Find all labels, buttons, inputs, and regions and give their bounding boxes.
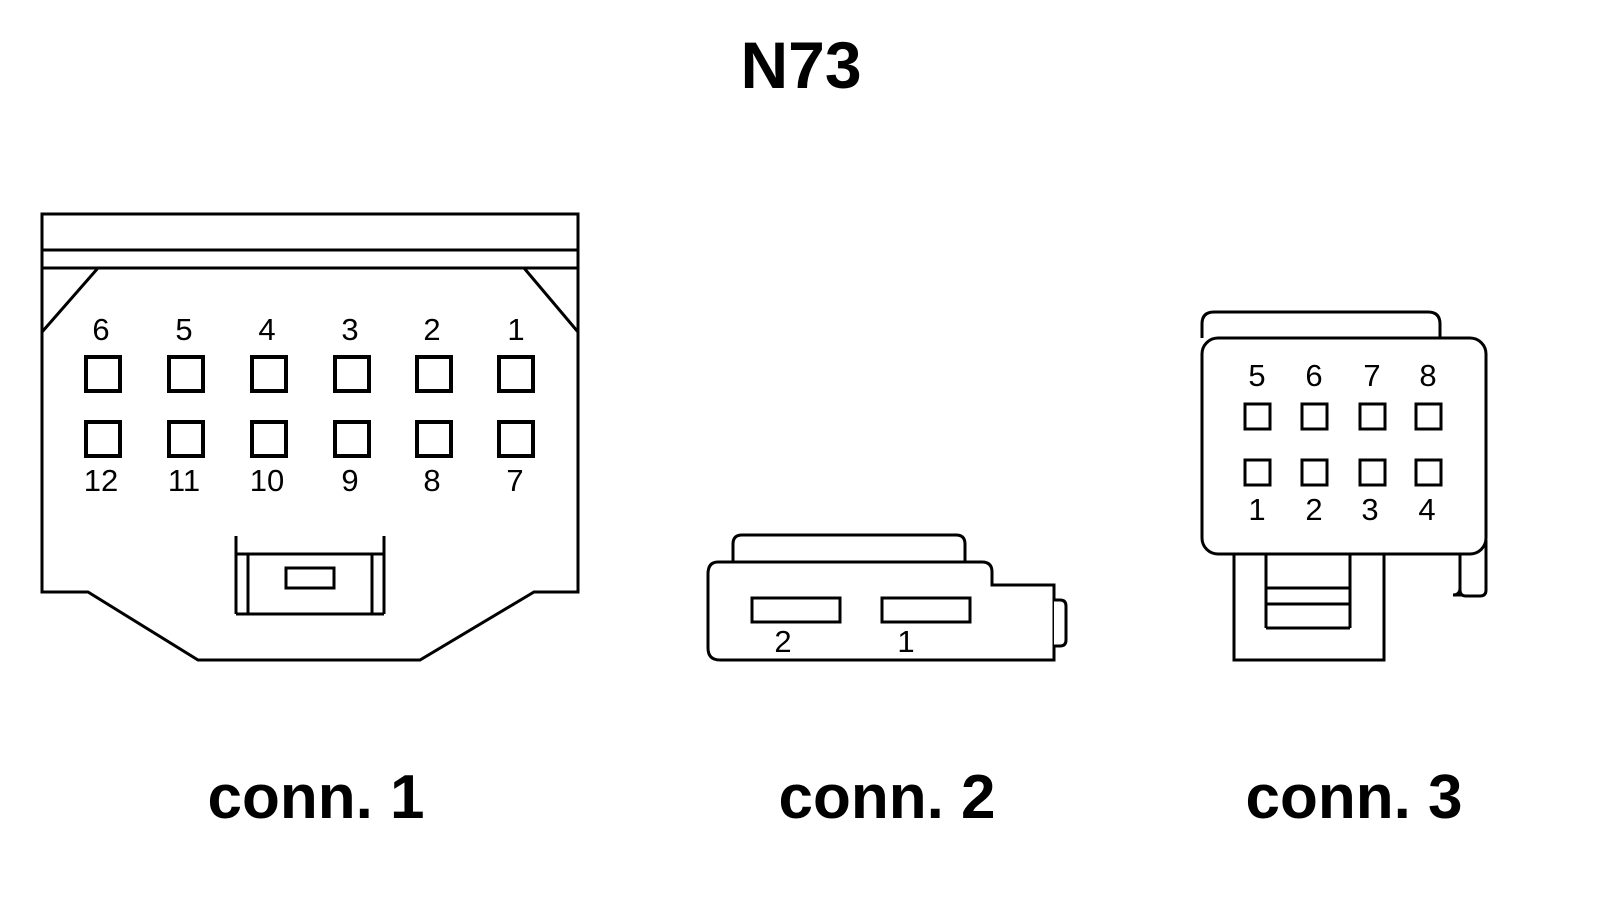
conn1-pin-label: 3 (341, 312, 358, 347)
conn2-pin-slot (750, 596, 842, 624)
conn1-pin-label: 6 (92, 312, 109, 347)
conn1-pin-cavity (250, 420, 288, 458)
conn2-pin-slot (880, 596, 972, 624)
conn1-pin-cavity (167, 355, 205, 393)
conn1-pin-label: 2 (423, 312, 440, 347)
conn3-pin-cavity (1358, 402, 1387, 431)
conn1-pin-label: 12 (84, 463, 118, 498)
conn1-pin-cavity (333, 355, 371, 393)
conn1-pin-cavity (497, 420, 535, 458)
connector-2: 2 1 conn. 2 (706, 533, 1068, 832)
conn1-pin-cavity (415, 355, 453, 393)
conn3-pin-cavity (1414, 402, 1443, 431)
connector-1-latch (234, 536, 386, 616)
connector-3-back-plate (1200, 310, 1442, 338)
conn3-pin-label: 2 (1305, 492, 1322, 527)
conn1-pin-label: 10 (250, 463, 284, 498)
conn3-pin-cavity (1300, 458, 1329, 487)
conn3-pin-cavity (1414, 458, 1443, 487)
conn1-pin-label: 4 (258, 312, 275, 347)
connector-1-chamfer (40, 267, 100, 333)
conn1-pin-cavity (250, 355, 288, 393)
conn3-pin-label: 6 (1305, 358, 1322, 393)
conn1-pin-cavity (497, 355, 535, 393)
connector-3-caption: conn. 3 (1245, 763, 1462, 832)
connector-1-caption: conn. 1 (207, 763, 424, 832)
connector-2-caption: conn. 2 (778, 763, 995, 832)
conn1-pin-cavity (415, 420, 453, 458)
conn3-pin-label: 3 (1361, 492, 1378, 527)
connector-1-chamfer (522, 267, 580, 333)
connector-1-housing (40, 212, 580, 662)
conn1-pin-cavity (333, 420, 371, 458)
conn3-pin-label: 7 (1363, 358, 1380, 393)
conn1-pin-label: 7 (506, 463, 523, 498)
conn1-pin-label: 1 (507, 312, 524, 347)
conn1-pin-label: 9 (341, 463, 358, 498)
diagram-title: N73 (740, 28, 861, 102)
conn3-pin-cavity (1358, 458, 1387, 487)
connector-3-front-face (1200, 336, 1488, 556)
connector-2-ridge (731, 533, 967, 562)
conn2-pin-label: 1 (897, 624, 914, 659)
connector-2-tab (1054, 598, 1068, 648)
conn1-pin-cavity (84, 420, 122, 458)
conn2-pin-label: 2 (774, 624, 791, 659)
connector-3: 5 6 7 8 1 2 3 4 conn. 3 (1200, 310, 1488, 832)
conn3-pin-label: 8 (1419, 358, 1436, 393)
conn1-pin-label: 8 (423, 463, 440, 498)
conn1-pin-label: 11 (168, 463, 200, 498)
conn3-pin-label: 5 (1248, 358, 1265, 393)
conn3-pin-cavity (1300, 402, 1329, 431)
conn1-pin-label: 5 (175, 312, 192, 347)
conn3-pin-cavity (1243, 402, 1272, 431)
conn3-pin-label: 4 (1418, 492, 1435, 527)
conn3-pin-cavity (1243, 458, 1272, 487)
conn1-pin-cavity (84, 355, 122, 393)
conn3-pin-label: 1 (1248, 492, 1265, 527)
connector-3-latch (1264, 552, 1352, 630)
conn1-pin-cavity (167, 420, 205, 458)
connector-1: 6 5 4 3 2 1 12 11 10 9 8 7 (40, 212, 580, 832)
